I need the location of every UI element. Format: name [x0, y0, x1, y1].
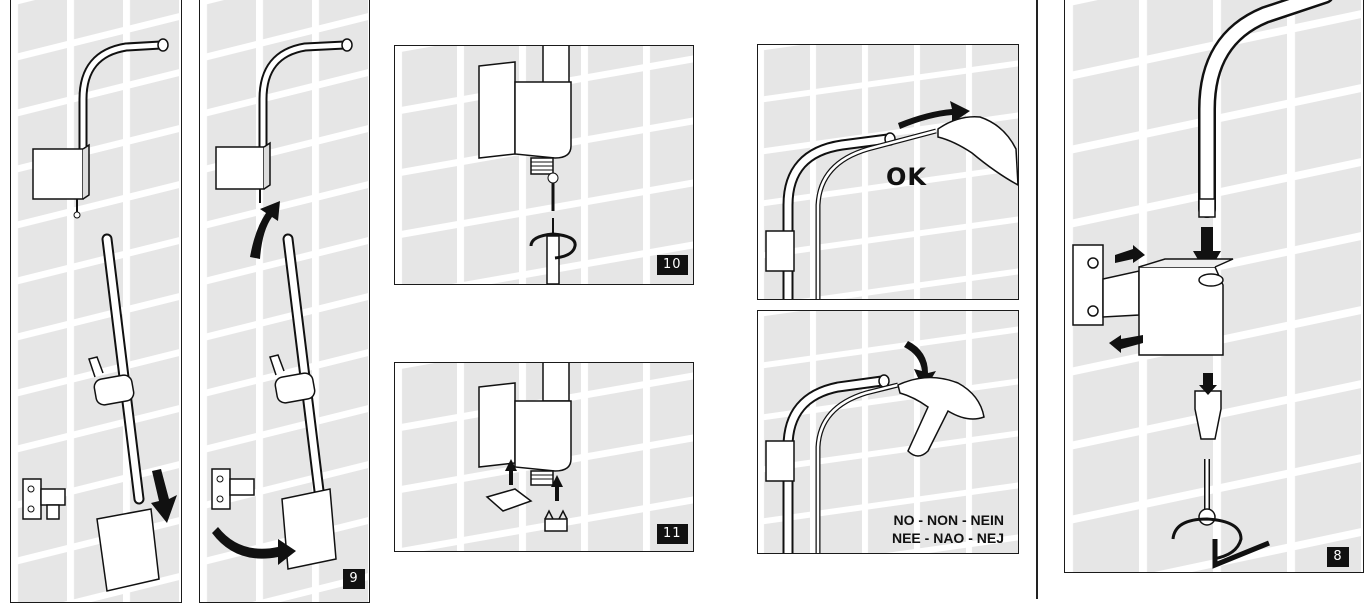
slider-holder — [88, 356, 135, 406]
arrow-icon — [551, 475, 563, 501]
bolt — [1198, 459, 1216, 526]
rail-bar — [101, 233, 145, 505]
ok-label: OK — [886, 163, 927, 191]
step-number-8: 8 — [1327, 547, 1349, 567]
arrow-icon — [1109, 335, 1143, 353]
step-number-11: 11 — [657, 524, 688, 544]
arrow-icon — [151, 469, 177, 523]
tile-wall-illustration — [11, 0, 181, 602]
tile-wall-illustration — [395, 46, 693, 284]
tile-wall-illustration — [758, 311, 1018, 553]
wall-plug — [1194, 390, 1222, 440]
rotate-arrow-icon — [529, 232, 577, 260]
wrong-label: NO - NON - NEIN NEE - NAO - NEJ — [892, 511, 1004, 547]
page-divider — [1036, 0, 1038, 599]
cap-nut — [544, 518, 568, 532]
step-number-10: 10 — [657, 255, 688, 275]
screw — [547, 172, 559, 211]
panel-disassembled-rail — [10, 0, 182, 603]
step-number-9: 9 — [343, 569, 365, 589]
rotate-arrow-icon — [1171, 517, 1243, 561]
bracket-block — [514, 81, 572, 159]
hand-icon — [897, 376, 985, 457]
cover-cap — [96, 508, 160, 592]
arrow-icon — [250, 201, 280, 259]
wrong-label-line-1: NO - NON - NEIN — [893, 512, 1004, 528]
hand-icon — [937, 116, 1018, 186]
tile-wall-illustration — [200, 0, 369, 602]
tile-wall-illustration — [395, 363, 693, 551]
panel-hose-wrong: NO - NON - NEIN NEE - NAO - NEJ — [757, 310, 1019, 554]
bracket-block — [32, 148, 84, 200]
tile-wall-illustration — [1065, 0, 1363, 572]
arrow-icon — [505, 459, 517, 485]
panel-step-9: 9 — [199, 0, 370, 603]
panel-step-8: 8 — [1064, 0, 1364, 573]
arrow-icon — [1199, 373, 1217, 395]
panel-hose-correct: OK — [757, 44, 1019, 300]
tile-wall-illustration — [758, 45, 1018, 299]
panel-step-10: 10 — [394, 45, 694, 285]
wall-bracket — [1072, 244, 1234, 356]
allen-key-icon — [1212, 539, 1270, 569]
panel-step-11: 11 — [394, 362, 694, 552]
wrong-label-line-2: NEE - NAO - NEJ — [891, 530, 1004, 546]
arrow-icon — [1115, 245, 1145, 263]
rotate-arrow-icon — [212, 527, 296, 565]
lower-bracket — [22, 478, 66, 520]
wall-plug-clip — [485, 488, 533, 512]
